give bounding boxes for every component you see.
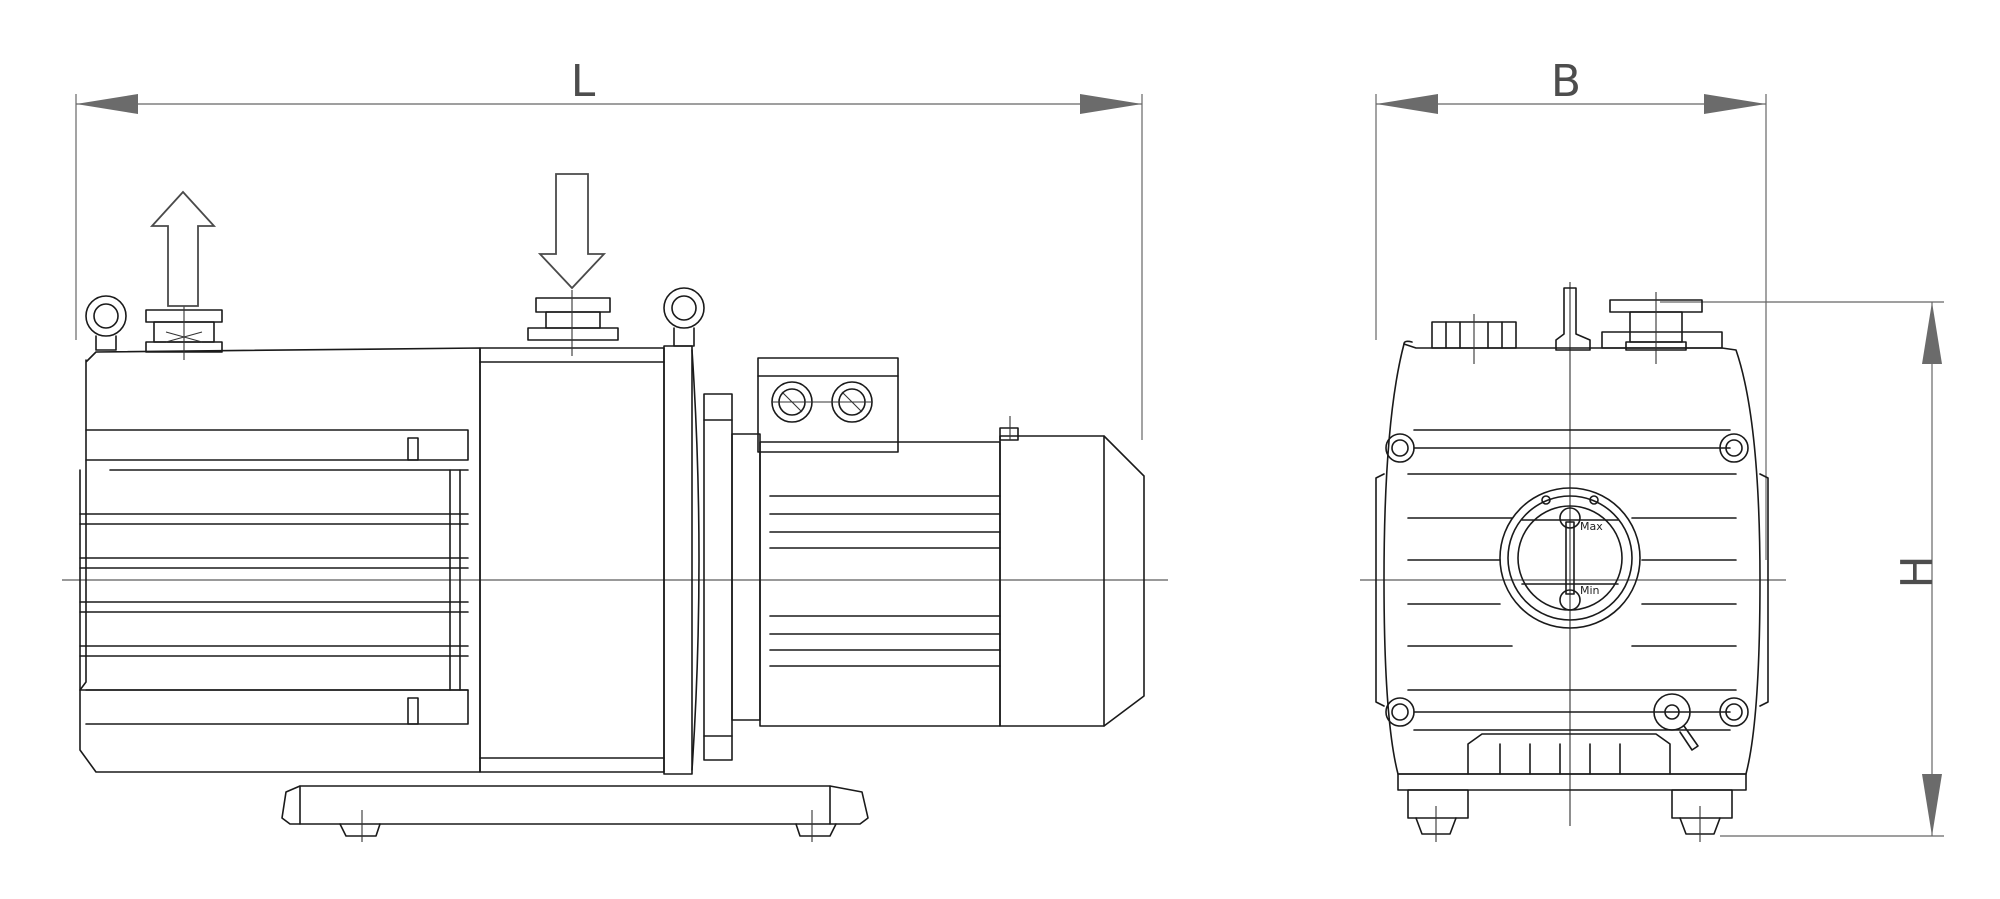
inlet-port bbox=[527, 287, 705, 356]
front-lifting-lug bbox=[1555, 287, 1591, 351]
oil-sight-glass: Max Min bbox=[1499, 487, 1641, 629]
length-label: L bbox=[571, 56, 596, 107]
pump-base bbox=[281, 785, 869, 842]
oil-drain-plug bbox=[1653, 693, 1699, 751]
front-view: B H bbox=[1360, 56, 1944, 842]
front-top-fittings bbox=[1431, 287, 1723, 364]
outlet-up-arrow-icon bbox=[149, 190, 217, 307]
lifting-eye-right bbox=[663, 287, 705, 329]
min-marker bbox=[1559, 589, 1581, 611]
front-body bbox=[1375, 340, 1769, 775]
inlet-down-arrow-icon bbox=[537, 173, 607, 290]
motor-body bbox=[759, 441, 1001, 727]
pump-housing bbox=[79, 347, 481, 773]
motor-fan-cover bbox=[999, 416, 1145, 727]
front-base bbox=[1397, 733, 1747, 842]
terminal-box bbox=[757, 357, 899, 453]
dimension-height: H bbox=[1660, 301, 1944, 837]
dimension-length: L bbox=[75, 56, 1143, 440]
corner-bolts bbox=[1385, 433, 1749, 727]
width-label: B bbox=[1551, 56, 1581, 107]
side-view: L bbox=[62, 56, 1168, 842]
coupling-flange bbox=[703, 393, 761, 761]
outlet-port bbox=[85, 295, 223, 360]
min-label: Min bbox=[1580, 584, 1600, 597]
pump-center-block bbox=[479, 345, 700, 775]
height-label: H bbox=[1892, 555, 1943, 588]
dimension-width: B bbox=[1375, 56, 1767, 560]
max-label: Max bbox=[1580, 520, 1603, 533]
max-marker bbox=[1559, 507, 1581, 529]
lifting-eye-left bbox=[85, 295, 127, 337]
